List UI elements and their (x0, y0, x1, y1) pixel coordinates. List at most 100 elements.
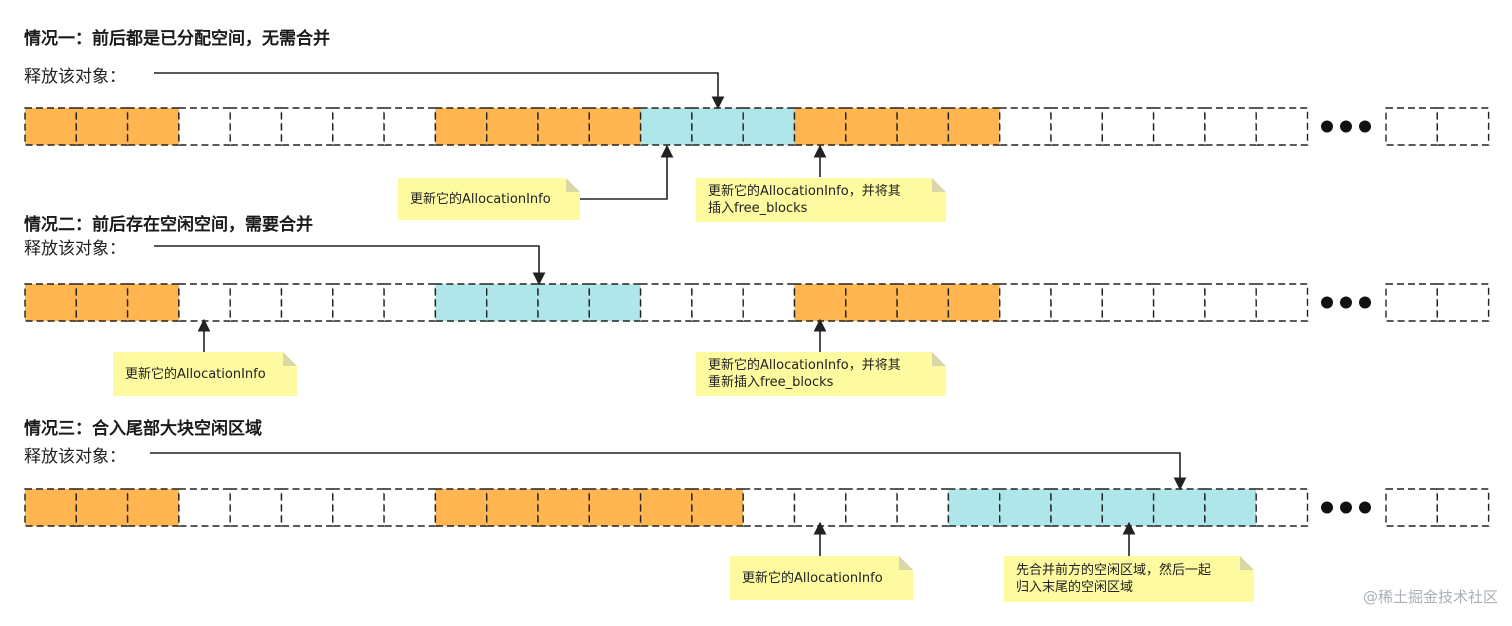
note-line: 更新它的AllocationInfo (125, 366, 266, 382)
empty-block (280, 488, 334, 527)
allocated-block (588, 107, 642, 146)
case3-note-left: 更新它的AllocationInfo (730, 556, 913, 600)
allocated-block (75, 488, 129, 527)
note-fold-icon (932, 352, 946, 366)
allocated-block (126, 107, 180, 146)
empty-block (229, 488, 283, 527)
note-fold-icon (1240, 556, 1254, 570)
allocated-block (639, 488, 693, 527)
empty-block (383, 283, 437, 322)
freed-block (434, 283, 488, 322)
note-line: 更新它的AllocationInfo (410, 191, 551, 207)
empty-block (896, 488, 950, 527)
case2-release-arrow (154, 245, 546, 286)
freed-block (1101, 488, 1155, 527)
empty-block (332, 107, 385, 146)
case2-memory-row (24, 283, 1490, 322)
note-fold-icon (566, 178, 580, 192)
freed-block (947, 488, 1001, 527)
watermark: @稀土掘金技术社区 (1362, 588, 1498, 606)
note-fold-icon (932, 178, 946, 192)
empty-block (1101, 283, 1155, 322)
empty-block (1436, 107, 1490, 146)
case3-heading: 情况三：合入尾部大块空闲区域 (24, 419, 262, 439)
allocated-block (845, 283, 898, 322)
empty-block (178, 488, 231, 527)
note-line: 插入free_blocks (708, 201, 808, 216)
allocated-block (537, 107, 590, 146)
freed-block (588, 283, 642, 322)
empty-block (742, 283, 796, 322)
ellipsis-dot-icon (1340, 296, 1352, 309)
case3-release-label: 释放该对象： (24, 447, 126, 467)
empty-block (280, 107, 334, 146)
ellipsis-dot-icon (1340, 120, 1352, 133)
freed-block (639, 107, 693, 146)
freed-block (999, 488, 1052, 527)
freed-block (691, 107, 744, 146)
allocated-block (486, 107, 539, 146)
empty-block (178, 283, 231, 322)
empty-block (1050, 107, 1103, 146)
ellipsis-dot-icon (1340, 501, 1352, 514)
allocated-block (486, 488, 539, 527)
empty-block (742, 488, 796, 527)
empty-block (332, 488, 385, 527)
note-line: 更新它的AllocationInfo，并将其 (708, 184, 901, 199)
empty-block (1436, 283, 1490, 322)
note-fold-icon (283, 352, 297, 366)
empty-block (1255, 488, 1309, 527)
empty-block (1385, 488, 1438, 527)
case1-release-label: 释放该对象： (24, 67, 126, 87)
allocated-block (793, 107, 847, 146)
case2-release-label: 释放该对象： (24, 239, 126, 259)
allocated-block (896, 283, 950, 322)
empty-block (999, 107, 1052, 146)
empty-block (229, 283, 283, 322)
allocated-block (947, 283, 1001, 322)
empty-block (1101, 107, 1155, 146)
case2-note-right: 更新它的AllocationInfo，并将其重新插入free_blocks (696, 352, 946, 396)
ellipsis-dot-icon (1359, 296, 1371, 309)
allocated-block (24, 107, 77, 146)
note-line: 归入末尾的空闲区域 (1016, 580, 1134, 595)
empty-block (332, 283, 385, 322)
note-line: 更新它的AllocationInfo，并将其 (708, 358, 901, 373)
note-line: 先合并前方的空闲区域，然后一起 (1016, 563, 1212, 578)
empty-block (383, 107, 437, 146)
case1-note-left: 更新它的AllocationInfo (398, 178, 580, 220)
note-line: 更新它的AllocationInfo (742, 570, 883, 586)
empty-block (229, 107, 283, 146)
empty-block (1255, 107, 1309, 146)
ellipsis-dot-icon (1321, 120, 1333, 133)
case3-note-right: 先合并前方的空闲区域，然后一起归入末尾的空闲区域 (1004, 556, 1254, 602)
empty-block (280, 283, 334, 322)
case1-heading: 情况一：前后都是已分配空间，无需合并 (24, 29, 330, 49)
allocated-block (24, 283, 77, 322)
allocated-block (126, 283, 180, 322)
allocated-block (588, 488, 642, 527)
allocated-block (793, 283, 847, 322)
empty-block (999, 283, 1052, 322)
empty-block (1385, 283, 1438, 322)
empty-block (1152, 283, 1206, 322)
freed-block (742, 107, 796, 146)
allocated-block (896, 107, 950, 146)
case2-note-left: 更新它的AllocationInfo (113, 352, 297, 396)
freed-block (1204, 488, 1257, 527)
empty-block (1204, 283, 1257, 322)
case1-release-arrow (154, 72, 725, 110)
case1-note-right: 更新它的AllocationInfo，并将其插入free_blocks (696, 178, 946, 222)
allocated-block (75, 283, 129, 322)
note-fold-icon (899, 556, 913, 570)
empty-block (178, 107, 231, 146)
empty-block (1204, 107, 1257, 146)
case3-memory-row (24, 488, 1490, 527)
allocated-block (537, 488, 590, 527)
empty-block (1436, 488, 1490, 527)
allocated-block (947, 107, 1001, 146)
case3-release-arrow (150, 452, 1187, 491)
ellipsis-dot-icon (1321, 296, 1333, 309)
empty-block (691, 283, 744, 322)
